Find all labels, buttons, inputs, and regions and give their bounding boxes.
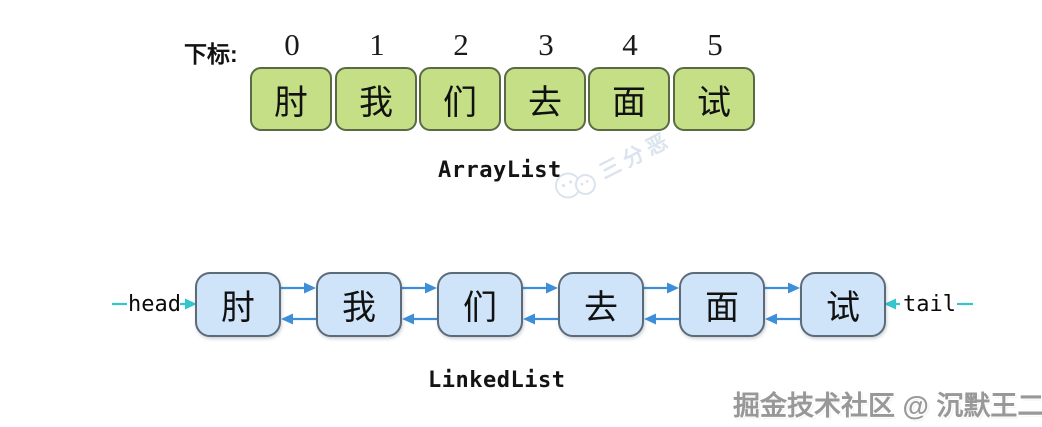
next-arrow-head: [667, 282, 679, 294]
array-cell: 我: [335, 67, 417, 131]
list-node: 面: [679, 272, 765, 337]
list-node: 试: [800, 272, 886, 337]
prev-arrow-head: [523, 313, 535, 325]
next-arrow-head: [788, 282, 800, 294]
array-index: 4: [622, 27, 638, 62]
prev-arrow-head: [281, 313, 293, 325]
wechat-icon: [555, 172, 596, 199]
center-watermark-text: 三分恶: [596, 127, 676, 184]
prev-arrow-head: [765, 313, 777, 325]
array-cell: 去: [504, 67, 586, 131]
index-label: 下标:: [184, 41, 238, 67]
list-node: 们: [437, 272, 523, 337]
prev-arrow-head: [402, 313, 414, 325]
arraylist-caption: ArrayList: [438, 158, 562, 183]
array-index: 5: [707, 27, 723, 62]
array-index: 3: [538, 27, 554, 62]
center-watermark: 三分恶: [548, 122, 677, 210]
array-index: 2: [453, 27, 469, 62]
array-cell: 肘: [250, 67, 332, 131]
head-label: head: [128, 292, 181, 317]
tail-label: tail: [903, 292, 956, 317]
array-cell: 面: [588, 67, 670, 131]
bottom-watermark: 掘金技术社区 @ 沉默王二: [733, 391, 1042, 421]
list-node: 去: [558, 272, 644, 337]
next-arrow-head: [304, 282, 316, 294]
prev-arrow-head: [644, 313, 656, 325]
next-arrow-head: [546, 282, 558, 294]
linkedlist-caption: LinkedList: [428, 368, 566, 393]
array-index: 0: [284, 27, 300, 62]
array-cell: 们: [419, 67, 501, 131]
array-index: 1: [369, 27, 385, 62]
list-node: 肘: [195, 272, 281, 337]
array-cell: 试: [673, 67, 755, 131]
next-arrow-head: [425, 282, 437, 294]
list-node: 我: [316, 272, 402, 337]
